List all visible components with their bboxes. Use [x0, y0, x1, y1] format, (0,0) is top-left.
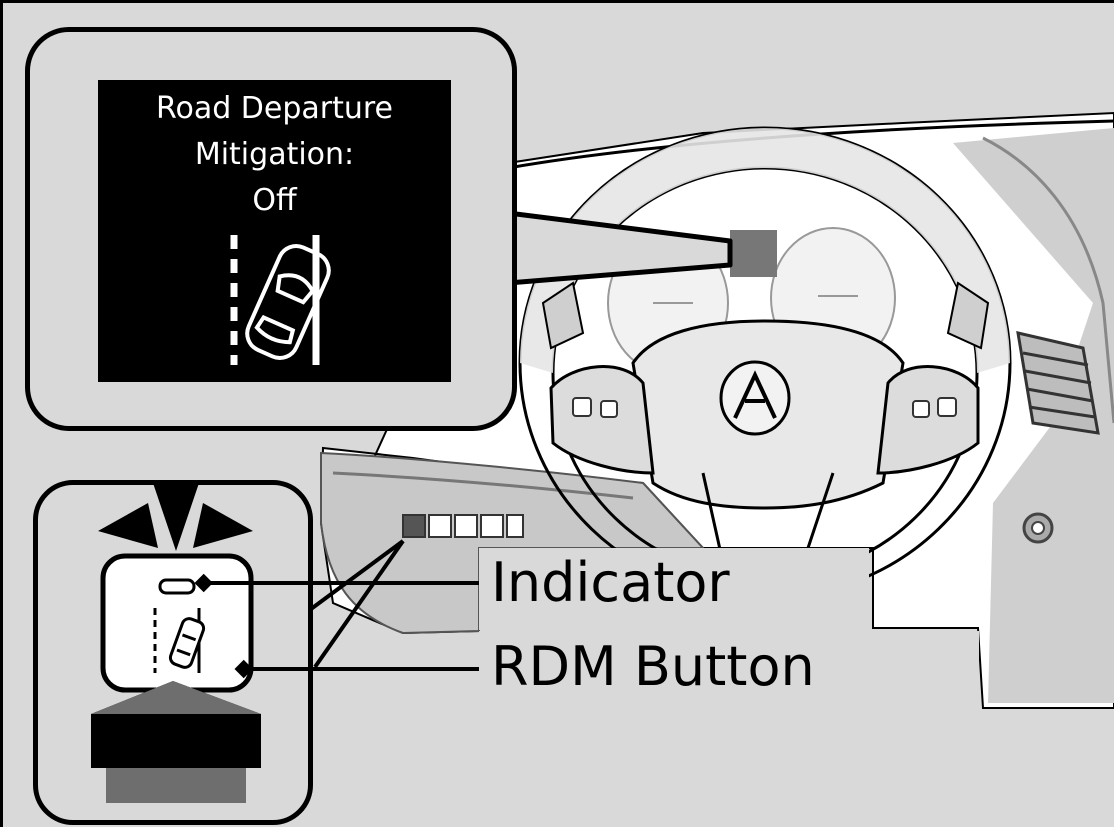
air-vent — [1016, 331, 1100, 435]
indicator-light — [158, 578, 196, 595]
screen-message: Road Departure Mitigation: Off — [98, 86, 451, 224]
spoke-buttons — [572, 397, 957, 418]
message-line-1: Road Departure — [155, 91, 394, 126]
ray-left-icon — [98, 503, 158, 548]
zoom-line-upper — [309, 539, 405, 611]
right-spoke — [876, 365, 980, 475]
paddle-left — [541, 281, 585, 350]
wheel-rim-fill — [520, 128, 1010, 373]
ray-right-icon — [193, 503, 253, 548]
car-drifting-across-lane-icon — [230, 235, 331, 365]
lower-dash — [320, 451, 706, 635]
multi-info-screen: Road Departure Mitigation: Off — [98, 80, 451, 382]
message-line-3: Off — [252, 183, 297, 218]
indicator-label: Indicator — [479, 548, 869, 630]
paddle-right — [946, 281, 990, 350]
dash-contour — [982, 136, 1114, 424]
rdm-button-icon — [100, 553, 254, 693]
left-spoke — [549, 365, 655, 475]
button-strip — [402, 514, 524, 538]
zoom-line-lower — [313, 539, 405, 669]
dashboard-shading — [953, 128, 1114, 703]
dashboard-illustration — [319, 111, 1114, 709]
lower-dash-line — [332, 471, 634, 500]
rdm-button-detail — [91, 483, 479, 803]
message-line-2: Mitigation: — [194, 137, 355, 172]
rdm-button-label: RDM Button — [479, 631, 979, 709]
multi-info-display — [730, 230, 777, 277]
ray-center-icon — [153, 483, 199, 551]
